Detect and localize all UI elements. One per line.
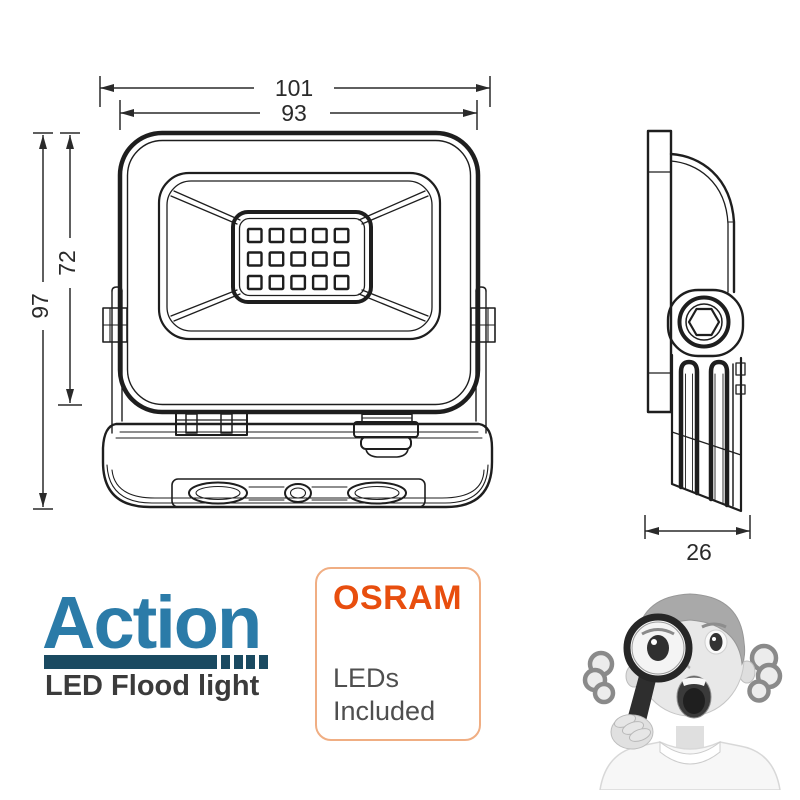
action-bar-dash [221, 655, 230, 669]
pigtail-right [747, 643, 783, 703]
dim-front-width: 93 [119, 100, 478, 130]
reflector-frame-inner [166, 180, 433, 332]
magnifying-glass-icon [621, 613, 693, 749]
osram-note-line2: Included [333, 695, 436, 726]
osram-wordmark: OSRAM [333, 579, 463, 617]
dim-front-height: 72 [54, 132, 82, 406]
side-arm [669, 152, 736, 294]
heatsink-base [101, 422, 494, 509]
action-bar-dash [258, 655, 268, 669]
bracket-arm-left [102, 286, 128, 434]
dim-label-93: 93 [281, 100, 307, 126]
dim-label-97: 97 [27, 293, 53, 319]
osram-note-line1: LEDs [333, 663, 400, 694]
dim-label-72: 72 [54, 250, 80, 276]
action-bar-dash [246, 655, 255, 669]
pivot-boss [666, 288, 745, 358]
back-plate [646, 129, 673, 414]
action-logo: Action LED Flood light [40, 581, 310, 703]
dim-overall-height: 97 [27, 132, 53, 510]
action-tagline: LED Flood light [45, 670, 260, 702]
housing-outline [117, 130, 481, 415]
dimension-annotations: 101 93 97 [27, 75, 751, 565]
dim-overall-width: 101 [99, 75, 491, 107]
bracket-arm-right [470, 286, 496, 434]
pivot-bolt-ring [677, 295, 731, 349]
dim-label-101: 101 [275, 75, 313, 101]
base-slots [188, 481, 407, 505]
neck [676, 726, 704, 750]
reflector-frame-outer [157, 171, 442, 341]
led-grid [246, 227, 350, 291]
eyebrow-right [701, 622, 727, 629]
osram-note: LEDs Included [333, 662, 465, 727]
side-view [646, 129, 746, 513]
dim-label-26: 26 [686, 539, 712, 565]
action-wordmark: Action [42, 581, 262, 664]
open-mouth [676, 675, 712, 719]
front-view [101, 130, 496, 509]
dim-depth: 26 [644, 515, 751, 565]
eye-highlight [712, 637, 716, 641]
reflector-facets [170, 190, 429, 322]
shoulders [599, 741, 781, 790]
action-bar-dash [233, 655, 243, 669]
action-underline-bar [44, 655, 217, 669]
collar [659, 740, 721, 765]
led-panel-inner [238, 217, 366, 297]
cable-gland [353, 410, 419, 458]
osram-badge: OSRAM LEDs Included [315, 567, 481, 741]
pigtail-left [582, 650, 616, 705]
hex-bolt-icon [687, 307, 721, 337]
led-panel-outer [231, 210, 373, 304]
side-fins [670, 353, 746, 513]
eye-right-pupil [709, 633, 723, 651]
housing-inner-line [126, 139, 472, 406]
child-photo [582, 593, 783, 790]
hand [610, 714, 654, 750]
